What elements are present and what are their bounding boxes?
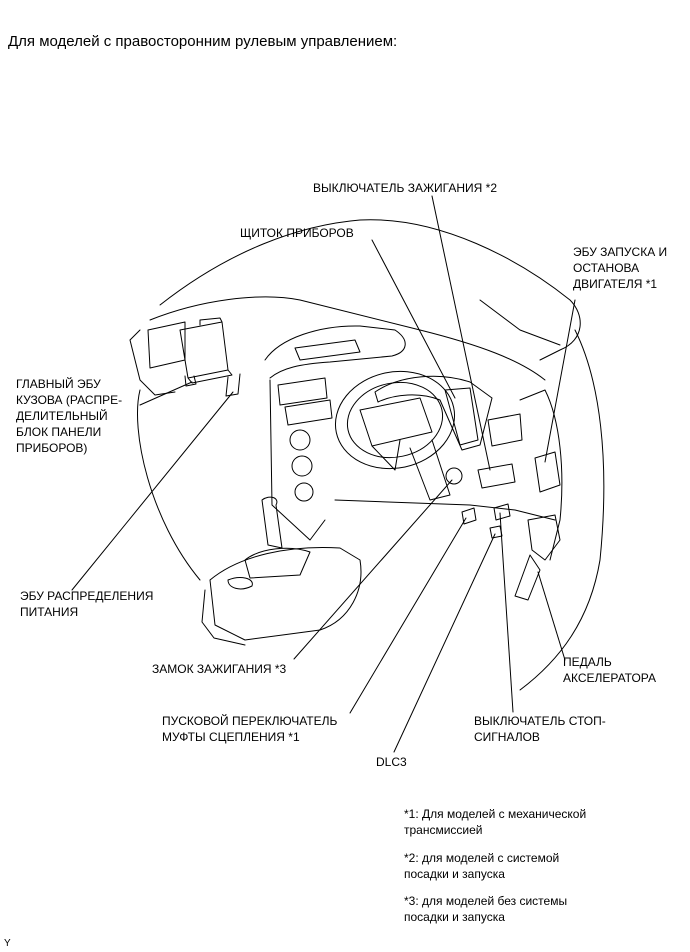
leader-accelerator-pedal [537,571,566,661]
leader-main-body-ecu [139,381,193,406]
shift-lever [261,496,283,549]
knob-3 [294,482,314,502]
center-display [294,339,361,361]
cluster-gauges [444,387,479,446]
label-accelerator-pedal: ПЕДАЛЬ АКСЕЛЕРАТОРА [563,655,657,685]
right-dash-panel [519,389,563,561]
leader-stop-lamp-switch [499,512,514,713]
dashboard-left-end [129,329,176,396]
clutch-switch [461,507,477,525]
leader-clutch-start-switch [349,517,467,714]
steering-column [409,439,451,501]
label-dlc3: DLC3 [376,755,407,769]
knob-1 [289,429,311,451]
dlc3-connector [489,525,503,539]
leader-ignition-lock [293,479,453,660]
floor-console [209,547,362,641]
footnote-2: *2: для моделей с системой посадки и зап… [404,851,560,881]
label-ignition-switch-2: ВЫКЛЮЧАТЕЛЬ ЗАЖИГАНИЯ *2 [313,181,497,195]
dashboard-upper-edge [149,296,546,381]
steering-wheel-rim [334,370,456,470]
body-a-pillar [479,299,561,346]
instrument-cluster [374,375,493,451]
main-body-ecu-box [179,317,233,384]
center-vent-row [277,377,333,426]
label-ignition-lock: ЗАМОК ЗАЖИГАНИЯ *3 [152,662,287,676]
label-clutch-start-switch: ПУСКОВОЙ ПЕРЕКЛЮЧАТЕЛЬ МУФТЫ СЦЕПЛЕНИЯ *… [162,714,338,744]
ignition-switch-area [477,463,516,489]
page-heading: Для моделей с правосторонним рулевым упр… [8,33,398,50]
floor-console-front [201,589,246,646]
left-vent [147,321,186,369]
label-power-distribution-ecu: ЭБУ РАСПРЕДЕЛЕНИЯ ПИТАНИЯ [20,589,154,619]
label-instrument-cluster: ЩИТОК ПРИБОРОВ [240,226,354,240]
label-main-body-ecu: ГЛАВНЫЙ ЭБУ КУЗОВА (РАСПРЕ- ДЕЛИТЕЛЬНЫЙ … [16,377,123,455]
leader-power-distribution-ecu [71,391,234,591]
footnote-1: *1: Для моделей с механической трансмисс… [404,807,587,837]
knob-2 [291,455,313,477]
label-engine-start-stop-ecu: ЭБУ ЗАПУСКА И ОСТАНОВА ДВИГАТЕЛЯ *1 [573,245,668,291]
right-vent [487,413,523,447]
leader-engine-start-stop-ecu [544,299,576,463]
body-left-panel [137,389,201,581]
engine-start-stop-ecu-box [534,451,561,493]
accelerator-pedal [514,554,541,601]
ecu-bracket [184,373,241,397]
dashboard-top-outline [159,219,581,361]
shift-boot [244,547,311,579]
footnote-3: *3: для моделей без системы посадки и за… [404,894,568,924]
ignition-lock-cylinder [445,467,463,485]
steering-wheel-inner [346,381,444,459]
right-door-line [519,329,605,691]
leader-ignition-switch-2 [431,195,491,471]
lower-dash-line [334,499,556,521]
center-console-top [264,325,406,379]
stop-lamp-switch [493,503,511,521]
leader-dlc3 [393,533,496,753]
center-panel-left [269,379,326,541]
label-stop-lamp-switch: ВЫКЛЮЧАТЕЛЬ СТОП- СИГНАЛОВ [474,714,606,744]
corner-mark: Y [4,938,11,949]
cup-holders [227,577,253,590]
steering-wheel-hub [359,397,433,471]
pedal-bracket [527,514,561,561]
leader-instrument-cluster [371,239,456,399]
